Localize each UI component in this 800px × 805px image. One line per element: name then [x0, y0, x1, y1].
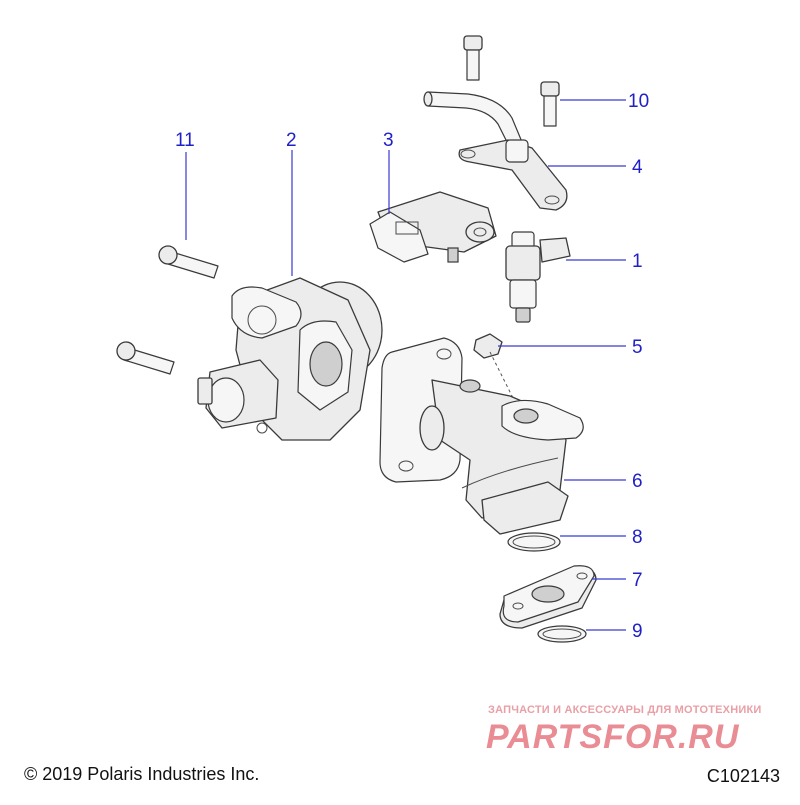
copyright-text: © 2019 Polaris Industries Inc.: [24, 764, 260, 784]
intake-manifold-6: [379, 337, 584, 535]
spacer-7: [499, 565, 597, 629]
callout-6: 6: [632, 471, 643, 492]
callout-10: 10: [628, 91, 649, 112]
leader-lines: [185, 99, 626, 631]
bolt-11: [116, 245, 219, 375]
throttle-body-2: [197, 277, 383, 441]
sensor-3: [369, 191, 497, 263]
callout-1: 1: [632, 251, 643, 272]
callout-11: 11: [175, 130, 195, 151]
callout-9: 9: [632, 621, 643, 642]
callout-4: 4: [632, 157, 643, 178]
callout-5: 5: [632, 337, 643, 358]
callout-3: 3: [383, 130, 394, 151]
o-ring-9: [537, 625, 587, 643]
callout-8: 8: [632, 527, 643, 548]
watermark-brand: PARTSFOR.RU: [486, 718, 740, 756]
watermark-tagline: ЗАПЧАСТИ И АКСЕССУАРЫ ДЛЯ МОТОТЕХНИКИ: [488, 704, 762, 716]
injector-1: [505, 231, 571, 323]
o-ring-8: [507, 532, 561, 552]
callout-2: 2: [286, 130, 297, 151]
callout-numbers: 1 2 3 4 5 6 7 8 9 10 11: [175, 91, 649, 642]
diagram-code: C102143: [706, 766, 780, 786]
callout-7: 7: [632, 570, 643, 591]
bolt-10: [463, 35, 560, 127]
fuel-rail-4: [423, 91, 568, 211]
